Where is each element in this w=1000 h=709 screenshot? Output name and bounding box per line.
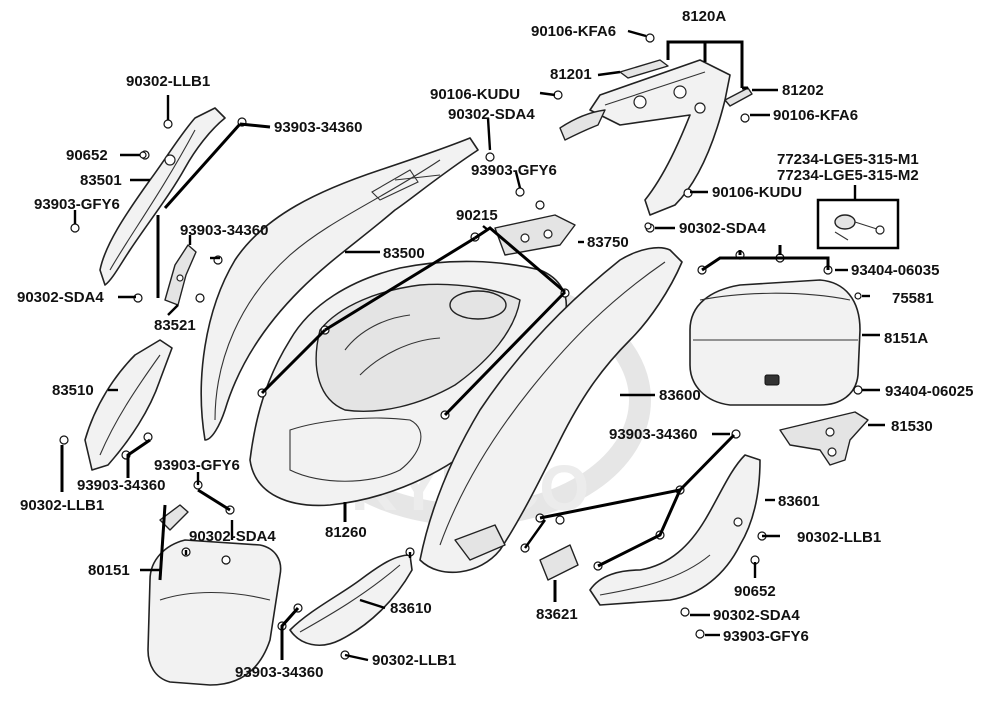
- label-90215: 90215: [456, 207, 498, 224]
- label-93903-GFY6-mid: 93903-GFY6: [471, 162, 557, 179]
- label-90302-SDA4-botright: 90302-SDA4: [713, 607, 800, 624]
- label-81530: 81530: [891, 418, 933, 435]
- label-83610: 83610: [390, 600, 432, 617]
- label-81202: 81202: [782, 82, 824, 99]
- label-93903-34360-right: 93903-34360: [609, 426, 698, 443]
- label-75581: 75581: [892, 290, 934, 307]
- label-90106-KUDU-top: 90106-KUDU: [430, 86, 521, 103]
- part-83601-rear-side-cover[interactable]: [589, 454, 761, 606]
- label-90302-SDA4-mid: 90302-SDA4: [679, 220, 766, 237]
- label-80151: 80151: [88, 562, 130, 579]
- label-83501: 83501: [80, 172, 122, 189]
- label-93903-GFY6-botright: 93903-GFY6: [723, 628, 809, 645]
- label-90302-SDA4-left: 90302-SDA4: [17, 289, 104, 306]
- part-83510-inner-cover[interactable]: [84, 339, 173, 471]
- leader-lines: [60, 29, 885, 662]
- label-93404-06025: 93404-06025: [885, 383, 974, 400]
- part-8151A-top-box[interactable]: [689, 279, 861, 406]
- label-83621: 83621: [536, 606, 578, 623]
- part-83750-plate[interactable]: [494, 214, 576, 256]
- part-83500-side-cover-left[interactable]: [200, 137, 479, 441]
- part-81201-pad[interactable]: [619, 59, 669, 79]
- part-81530-bracket[interactable]: [779, 411, 869, 466]
- label-83500: 83500: [383, 245, 425, 262]
- label-90302-SDA4-top: 90302-SDA4: [448, 106, 535, 123]
- label-93903-GFY6-left: 93903-GFY6: [34, 196, 120, 213]
- label-93903-34360-midleft: 93903-34360: [180, 222, 269, 239]
- label-83750: 83750: [587, 234, 629, 251]
- label-90302-SDA4-bot: 90302-SDA4: [189, 528, 276, 545]
- part-8120A-rear-carrier[interactable]: [559, 59, 731, 216]
- label-90302-LLB1-right: 90302-LLB1: [797, 529, 882, 546]
- label-81201: 81201: [550, 66, 592, 83]
- label-90302-LLB1-top: 90302-LLB1: [126, 73, 211, 90]
- label-90652-left: 90652: [66, 147, 108, 164]
- label-8151A: 8151A: [884, 330, 929, 347]
- label-90106-KUDU-right: 90106-KUDU: [712, 184, 803, 201]
- label-83601: 83601: [778, 493, 820, 510]
- label-83510: 83510: [52, 382, 94, 399]
- label-93903-GFY6-bot: 93903-GFY6: [154, 457, 240, 474]
- part-81202-pad[interactable]: [724, 87, 753, 107]
- label-90302-LLB1-bot: 90302-LLB1: [372, 652, 457, 669]
- part-83610-lower-cover[interactable]: [289, 554, 413, 646]
- part-81260-luggage-box[interactable]: [249, 260, 567, 507]
- label-93404-06035: 93404-06035: [851, 262, 940, 279]
- label-90302-LLB1-left: 90302-LLB1: [20, 497, 105, 514]
- part-77234-lock-set[interactable]: [816, 198, 900, 250]
- part-83621-reflector[interactable]: [539, 544, 579, 581]
- label-77234-M1: 77234-LGE5-315-M1: [777, 151, 919, 168]
- part-80151-rear-fender[interactable]: [147, 504, 282, 686]
- label-93903-34360-bot: 93903-34360: [235, 664, 324, 681]
- label-90106-KFA6-right: 90106-KFA6: [773, 107, 859, 124]
- label-90652-right: 90652: [734, 583, 776, 600]
- label-83600: 83600: [659, 387, 701, 404]
- label-93903-34360-left: 93903-34360: [77, 477, 166, 494]
- label-83521: 83521: [154, 317, 196, 334]
- part-83521-small-bracket[interactable]: [164, 244, 197, 306]
- label-77234-M2: 77234-LGE5-315-M2: [777, 167, 919, 184]
- label-81260: 81260: [325, 524, 367, 541]
- part-83501-rear-bracket[interactable]: [99, 107, 226, 286]
- part-83600-side-cover-right[interactable]: [419, 246, 683, 574]
- label-8120A: 8120A: [682, 8, 727, 25]
- label-93903-34360-top: 93903-34360: [274, 119, 363, 136]
- label-90106-KFA6-top: 90106-KFA6: [531, 23, 617, 40]
